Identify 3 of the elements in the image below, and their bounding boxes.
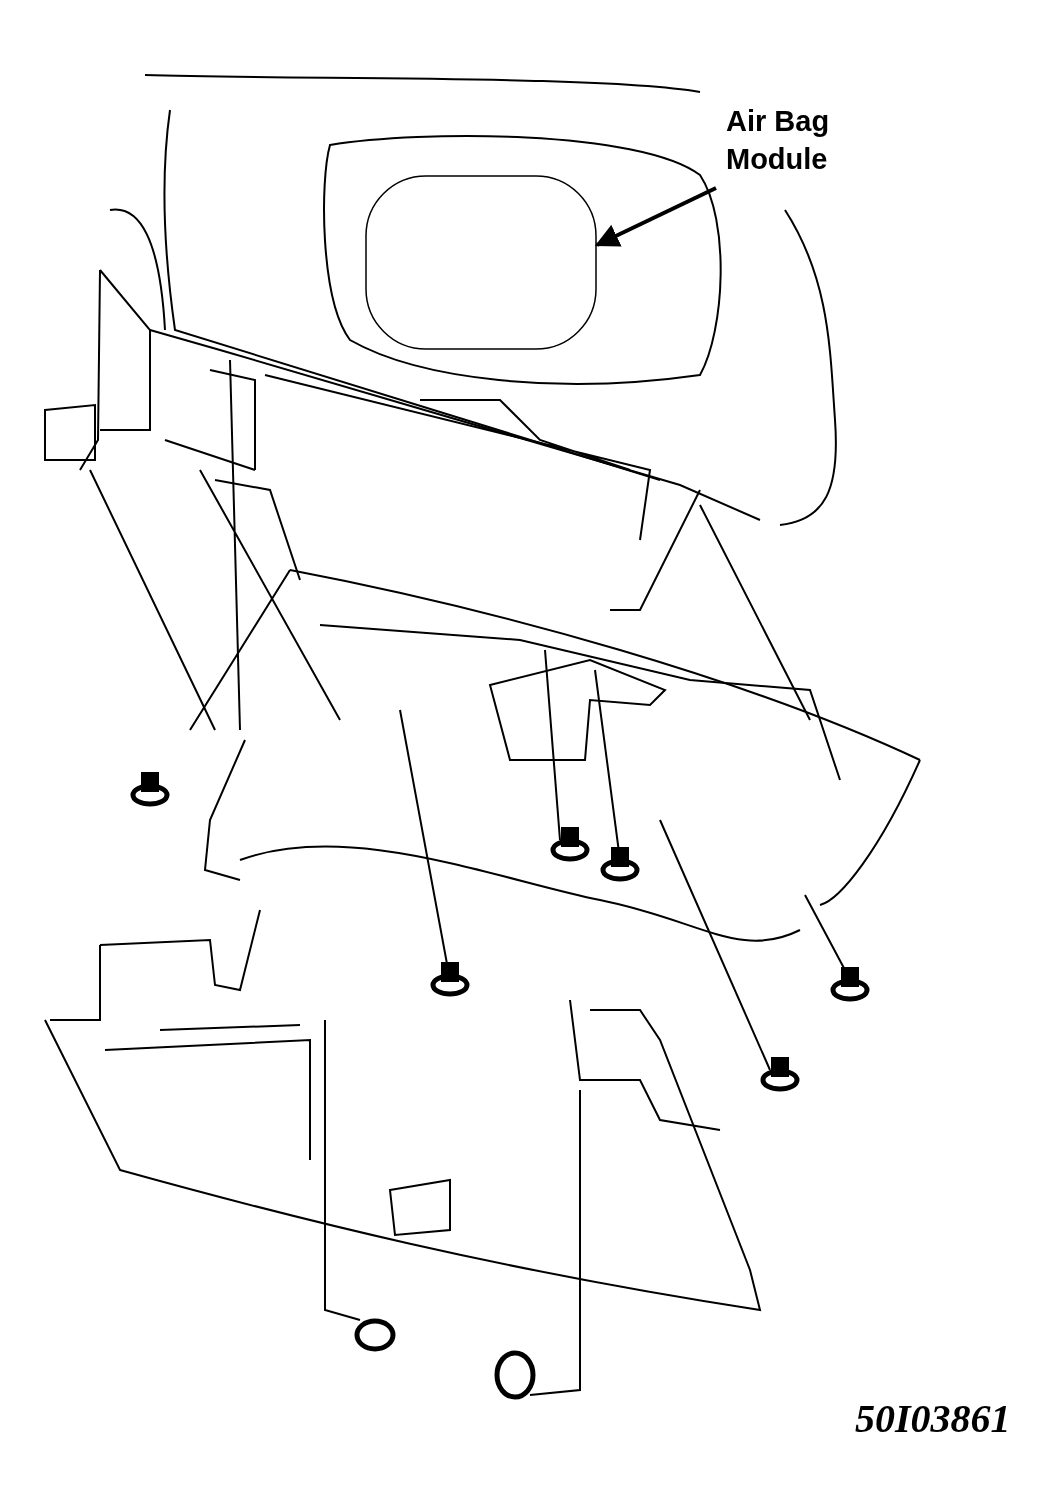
callout-label: Air Bag Module <box>726 104 831 177</box>
figure-number: 50I03861 <box>855 1395 1011 1442</box>
air-bag-module <box>365 175 597 350</box>
